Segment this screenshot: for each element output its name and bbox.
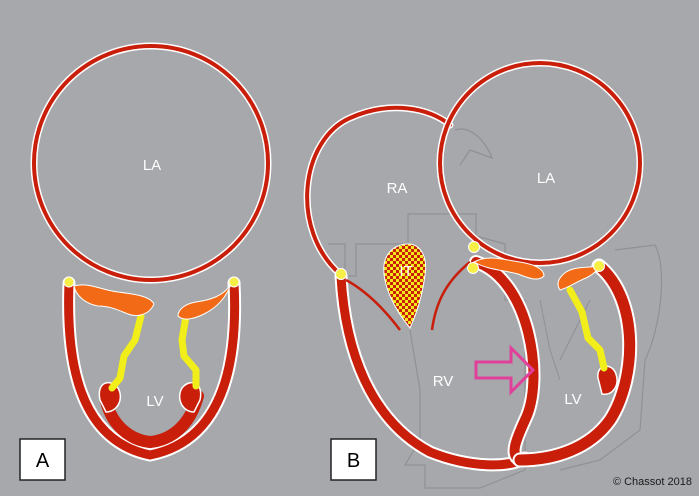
panel-b-right-atrium-label: RA [387,180,408,197]
chordae-right [178,312,200,390]
left-ventricle-b-wall-inner [514,260,636,466]
panel-a: LA LV A [19,42,272,481]
left-ventricle-wall-inner [64,278,240,460]
tricuspid-annulus [335,268,347,280]
chordae-b [566,286,608,372]
panel-b-left-atrium-label: LA [537,170,555,187]
mitral-annulus-b-right [593,260,605,272]
left-ventricle-inner-band [99,390,204,449]
right-atrium-wall-inner [305,105,452,276]
tricuspid-regurgitation-jet [383,243,427,329]
septum-wall-inner [471,257,539,465]
mitral-annulus-right [228,276,240,288]
mitral-annulus-left [63,276,75,288]
panel-b-left-ventricle-label: LV [564,391,581,408]
mitral-annulus-b-mid [467,262,479,274]
panel-a-badge: A [36,450,50,472]
right-ventricle-wall-inner [336,271,530,470]
panel-b-badge: B [347,450,360,472]
right-arrow-outline-icon [474,344,536,396]
panel-b-right-ventricle-label: RV [433,373,454,390]
chordae-left [108,312,145,392]
papillary-muscle-left [98,381,122,413]
background-outline-3 [539,299,591,381]
panel-a-ventricle-label: LV [146,393,163,410]
mitral-leaflet-posterior [177,283,232,320]
panel-b-tricuspid-label: IT [399,263,412,280]
panel-a-atrium-label: LA [143,157,161,174]
panel-b: RA LA IT RV LV B [303,59,663,489]
mitral-leaflet-b-posterior [557,265,599,291]
left-atrium-b-wall-inner [438,61,642,265]
left-atrium-wall-inner [32,44,270,282]
mitral-annulus-b-left [468,241,480,253]
tricuspid-leaflet-right [430,261,471,331]
panel-b-badge-box [330,438,377,481]
mitral-leaflet-anterior [73,284,155,317]
panel-a-badge-box [19,438,66,481]
background-outline [328,213,526,489]
mitral-leaflet-b-anterior [472,257,545,280]
background-outline-2 [454,128,663,471]
papillary-muscle-b [597,365,618,395]
tricuspid-leaflet-left [345,278,401,331]
copyright: © Chassot 2018 [613,476,692,488]
